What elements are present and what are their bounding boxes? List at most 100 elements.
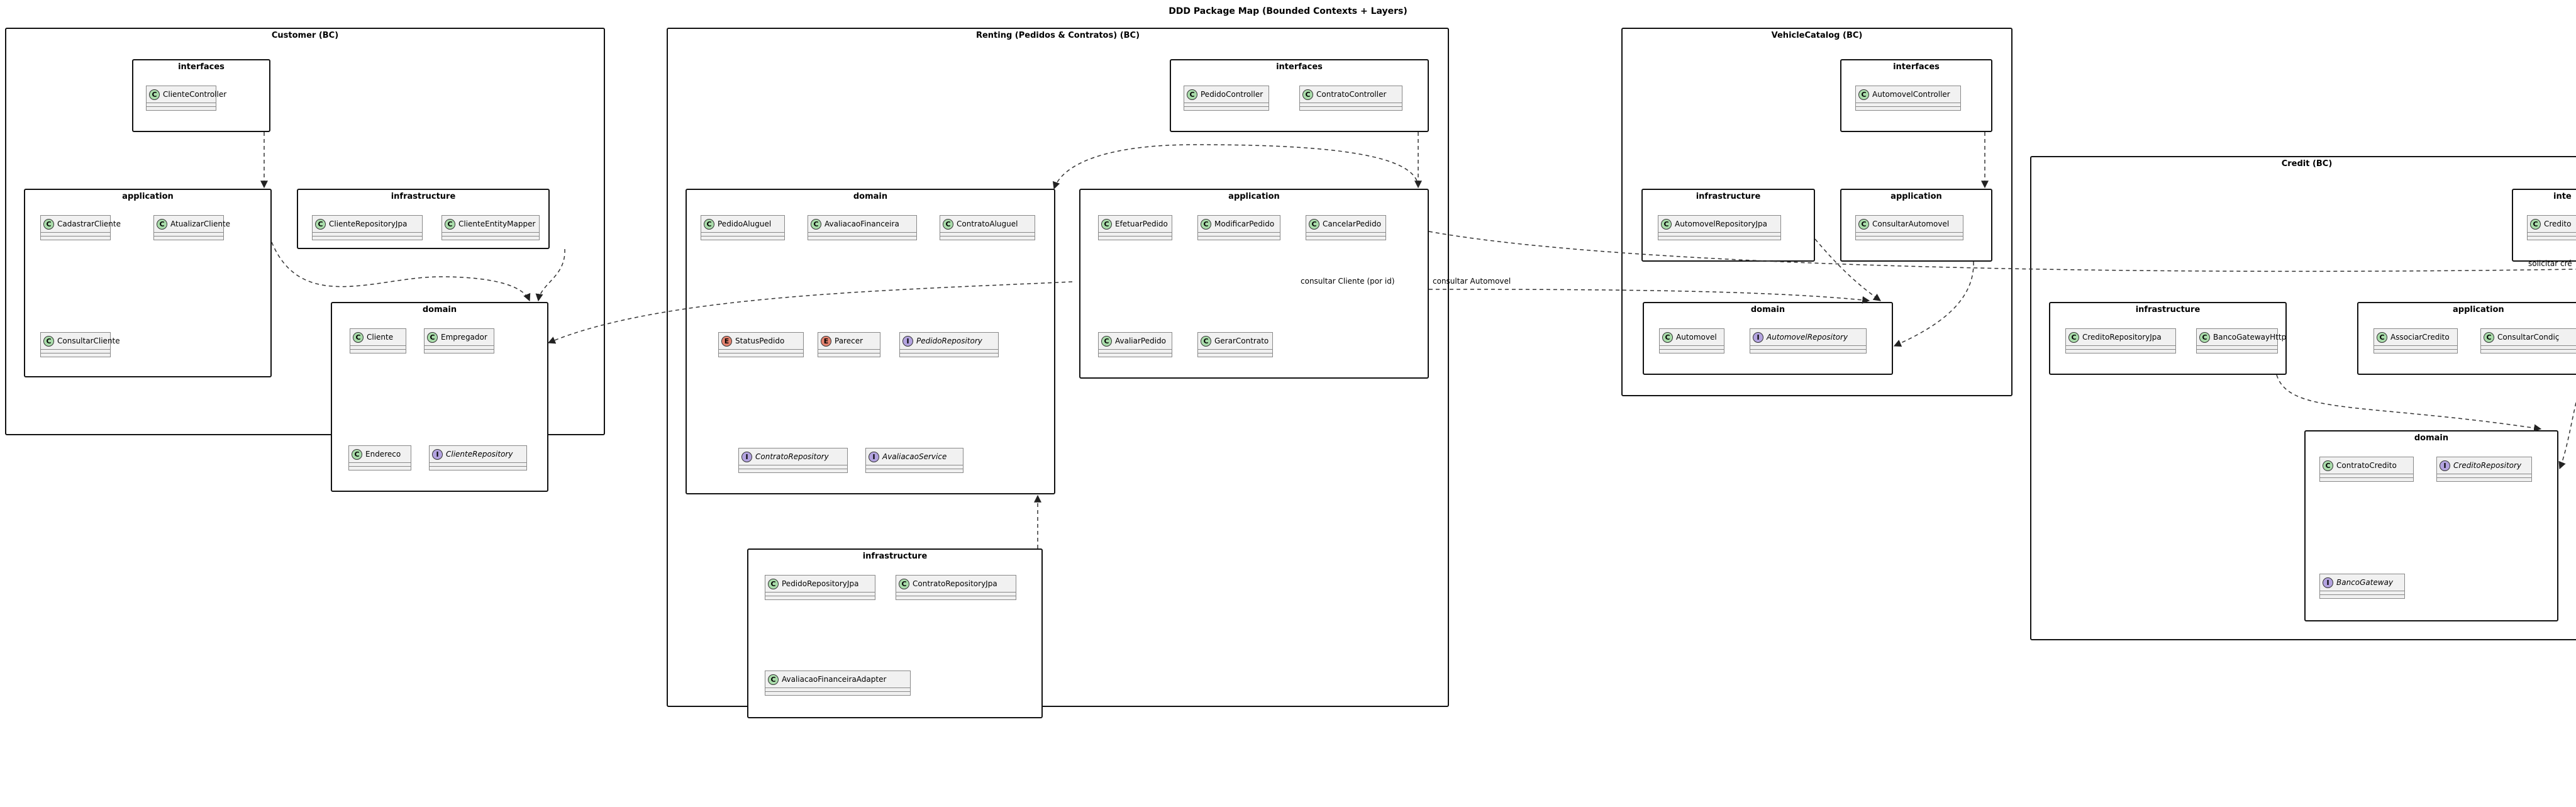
pkg-title: infrastructure xyxy=(1696,192,1761,201)
class-badge-icon: C xyxy=(2199,331,2210,343)
class-badge-icon: C xyxy=(1187,89,1197,100)
class-name: Endereco xyxy=(365,450,401,459)
label-consultar-cliente: consultar Cliente (por id) xyxy=(1301,277,1395,286)
class-name: AvaliarPedido xyxy=(1115,337,1167,345)
class-name: Automovel xyxy=(1676,333,1717,342)
class-badge-icon: C xyxy=(1662,331,1673,343)
class-badge-icon: I xyxy=(432,448,443,460)
pkg-title: application xyxy=(1228,192,1280,201)
class-name: Parecer xyxy=(835,337,863,345)
class-badge-icon: C xyxy=(2484,331,2494,343)
arrow-customer-infrastructure-to-domain xyxy=(535,248,565,302)
class-name: AvaliacaoService xyxy=(882,452,947,461)
class-name: ModificarPedido xyxy=(1214,220,1275,228)
class-badge-icon: E xyxy=(721,335,732,347)
class-name: BancoGateway xyxy=(2336,578,2394,587)
pkg-title: infrastructure xyxy=(391,192,456,201)
arrow-credit-infrastructure-to-domain xyxy=(2276,374,2542,432)
class-name: StatusPedido xyxy=(735,337,785,345)
class-badge-icon: C xyxy=(1661,218,1672,230)
pkg-title: application xyxy=(1890,192,1942,201)
bc-renting-title: Renting (Pedidos & Contratos) (BC) xyxy=(975,31,1140,40)
class-badge-icon: C xyxy=(149,89,160,100)
label-solicitar-credito: solicitar cré xyxy=(2528,259,2572,268)
class-name: AtualizarCliente xyxy=(170,220,231,228)
class-name: ConsultarCliente xyxy=(57,337,120,345)
class-badge-icon: C xyxy=(2068,331,2079,343)
class-badge-icon: I xyxy=(1753,331,1763,343)
class-badge-icon: C xyxy=(1858,218,1869,230)
arrow-vehicle-application-to-domain xyxy=(1893,261,1974,347)
arrow-renting-to-credit xyxy=(1428,231,2576,272)
pkg-title: infrastructure xyxy=(862,552,928,561)
pkg-title: interfaces xyxy=(178,62,225,72)
pkg-title: domain xyxy=(422,305,457,314)
class-name: ContratoRepositoryJpa xyxy=(913,579,997,588)
pkg-title: interfaces xyxy=(1276,62,1323,72)
class-name: ContratoController xyxy=(1316,90,1387,99)
class-name: GerarContrato xyxy=(1214,337,1269,345)
arrow-renting-to-vehicle-domain xyxy=(1428,289,1870,304)
bc-credit-title: Credit (BC) xyxy=(2281,159,2333,169)
class-badge-icon: C xyxy=(2377,331,2387,343)
class-badge-icon: C xyxy=(43,335,54,347)
arrow-vehicle-infrastructure-to-domain xyxy=(1814,238,1881,301)
class-name: CadastrarCliente xyxy=(57,220,121,228)
class-badge-icon: C xyxy=(1101,218,1112,230)
class-name: Credito xyxy=(2544,220,2572,228)
class-name: AssociarCredito xyxy=(2390,333,2450,342)
class-name: ClienteController xyxy=(163,90,227,99)
label-consultar-automovel: consultar Automovel xyxy=(1433,277,1511,286)
class-name: CancelarPedido xyxy=(1323,220,1382,228)
class-badge-icon: C xyxy=(43,218,54,230)
class-badge-icon: C xyxy=(1201,218,1211,230)
class-name: ConsultarAutomovel xyxy=(1872,220,1950,228)
class-badge-icon: C xyxy=(943,218,953,230)
class-name: ConsultarCondiç xyxy=(2497,333,2560,342)
class-badge-icon: C xyxy=(1201,335,1211,347)
class-badge-icon: C xyxy=(1309,218,1319,230)
class-badge-icon: C xyxy=(352,448,362,460)
arrow-credit-application-to-domain xyxy=(2558,402,2576,470)
class-name: PedidoAluguel xyxy=(718,220,772,228)
bc-customer-title: Customer (BC) xyxy=(271,31,339,40)
